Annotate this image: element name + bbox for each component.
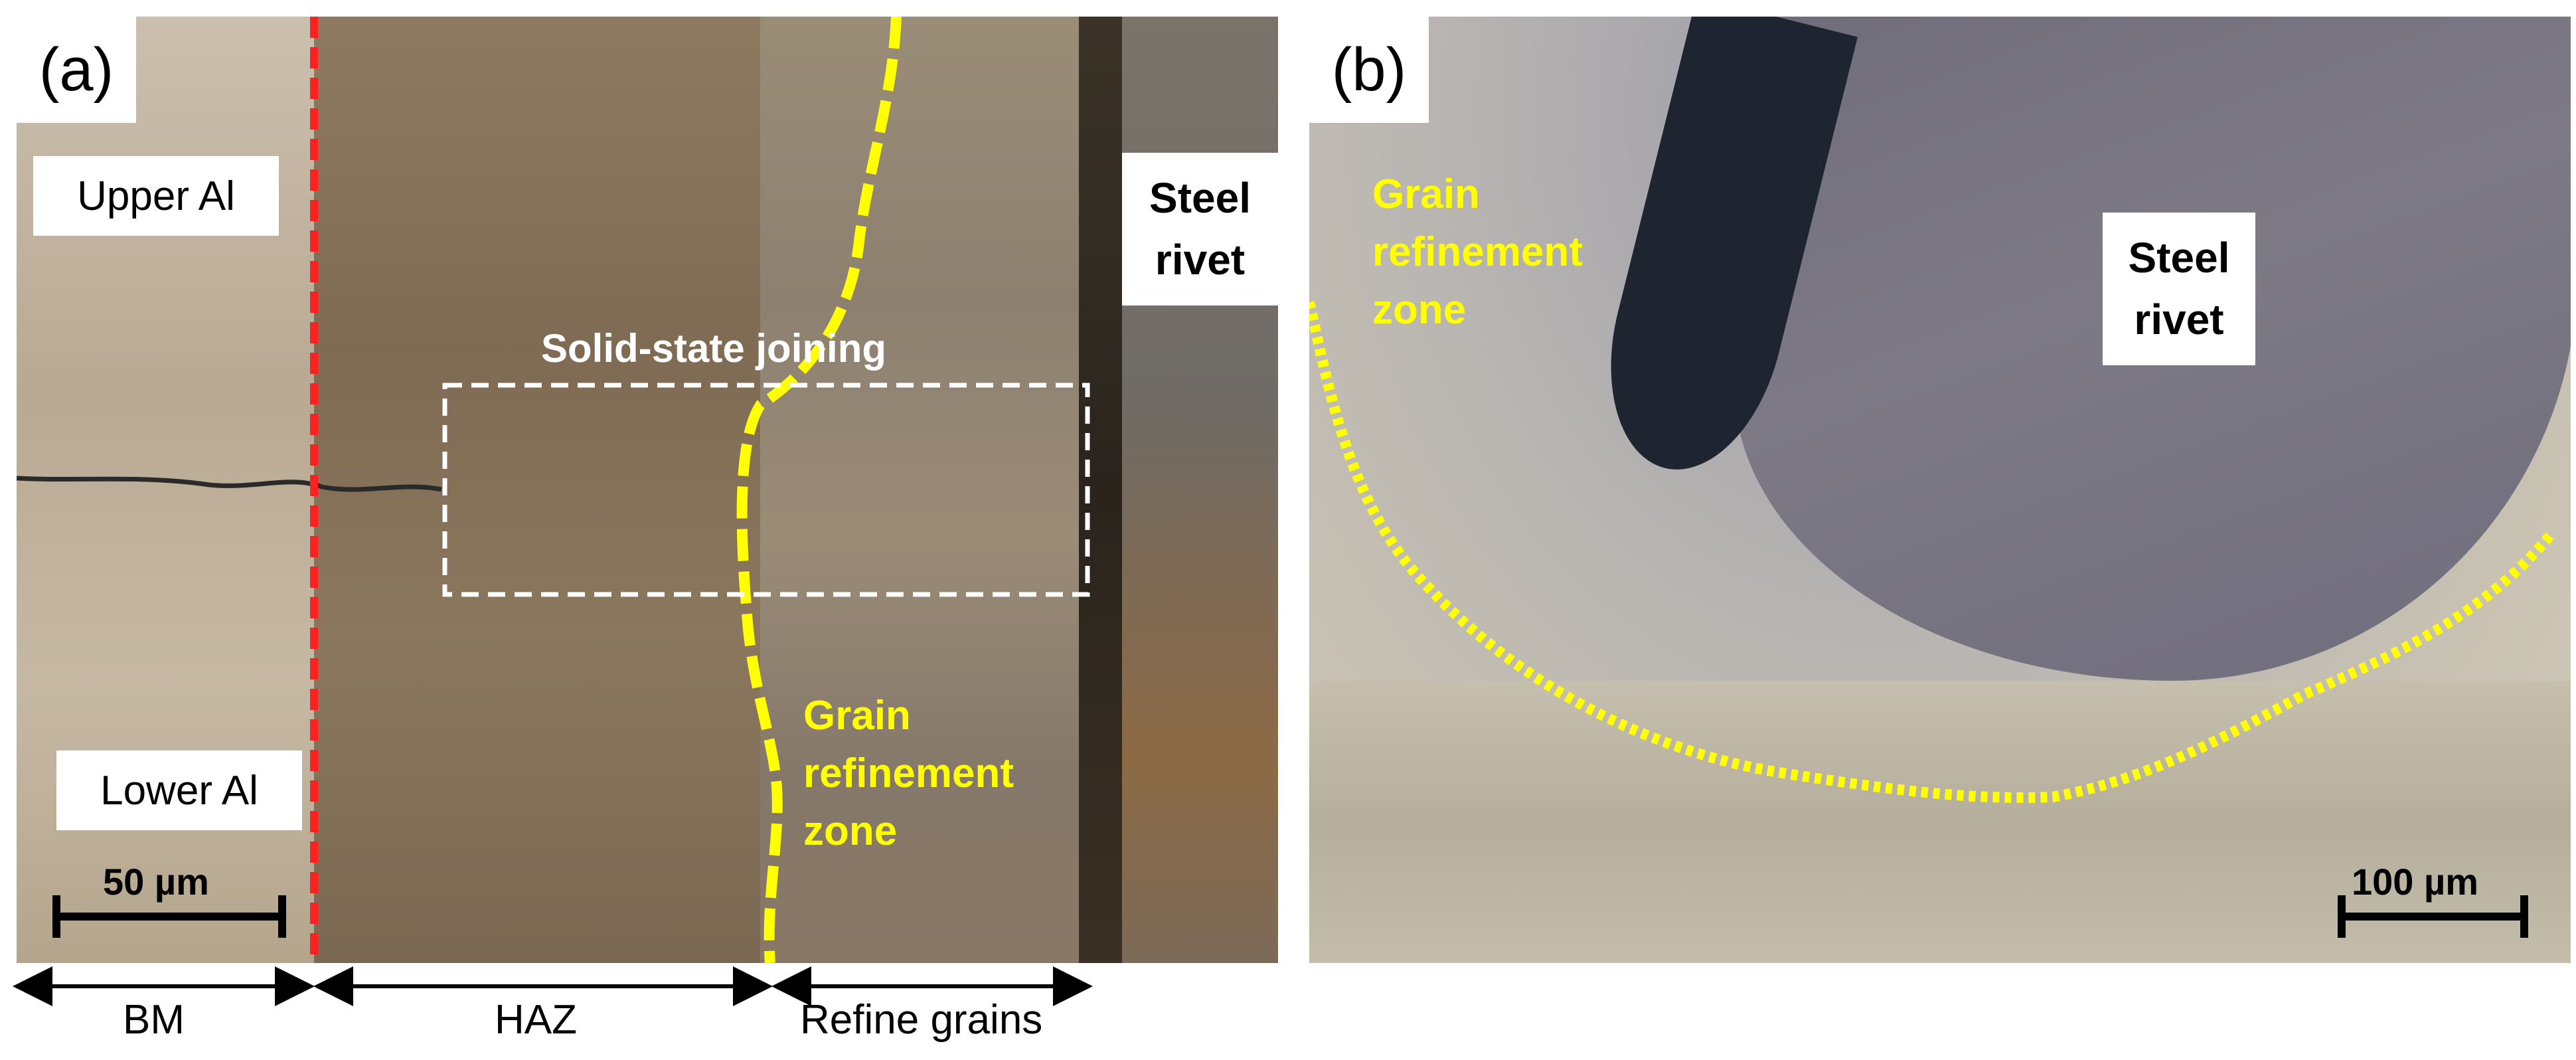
grain-label-line1: Grain: [803, 693, 911, 739]
grain-label-b-line3: zone: [1372, 286, 1467, 333]
zone-arrows: [12, 966, 1093, 1006]
steel-rivet-label-b: Steel rivet: [2103, 213, 2255, 365]
solid-state-joining-label: Solid-state joining: [541, 326, 886, 371]
grain-label-line3: zone: [803, 808, 898, 854]
steel-rivet-label-b-line1: Steel: [2128, 234, 2230, 282]
grain-refinement-label-a: Grain refinement zone: [803, 687, 1014, 860]
scale-bar-a-label: 50 µm: [103, 861, 209, 903]
lower-al-label: Lower Al: [56, 751, 302, 830]
scale-bar-b: [2338, 895, 2528, 938]
grain-label-b-line1: Grain: [1372, 171, 1480, 217]
grain-label-line2: refinement: [803, 750, 1014, 796]
refined-grain-region: [760, 17, 1119, 963]
steel-rivet-label-a: Steel rivet: [1122, 153, 1278, 306]
haz-refine-boundary-line: [736, 17, 902, 963]
upper-al-label: Upper Al: [33, 156, 279, 236]
grain-refinement-boundary-line: [1309, 301, 2555, 803]
micrograph-panel-a: (a) Upper Al Lower Al Steel rivet Solid-…: [17, 17, 1278, 963]
panel-a-letter: (a): [17, 17, 136, 123]
grain-label-b-line2: refinement: [1372, 228, 1583, 275]
refine-zone-label: Refine grains: [800, 997, 1043, 1043]
heat-affected-region: [314, 17, 792, 963]
steel-rivet-label-b-line2: rivet: [2134, 296, 2224, 343]
haz-zone-label: HAZ: [495, 997, 577, 1043]
bm-zone-label: BM: [123, 997, 185, 1043]
scale-bar-b-label: 100 µm: [2352, 861, 2479, 903]
panel-b-overlays: [1309, 301, 2555, 938]
grain-refinement-label-b: Grain refinement zone: [1372, 166, 1583, 339]
micrograph-panel-b: (b) Grain refinement zone Steel rivet 10…: [1309, 17, 2571, 963]
steel-rivet-label-line2: rivet: [1155, 236, 1246, 284]
solid-state-joining-box: [442, 383, 1090, 597]
crack-line: [17, 476, 442, 492]
panel-b-letter: (b): [1309, 17, 1429, 123]
scale-bar-a: [52, 895, 286, 938]
steel-rivet-label-line1: Steel: [1149, 174, 1251, 222]
panel-a-overlays: [17, 17, 1090, 963]
